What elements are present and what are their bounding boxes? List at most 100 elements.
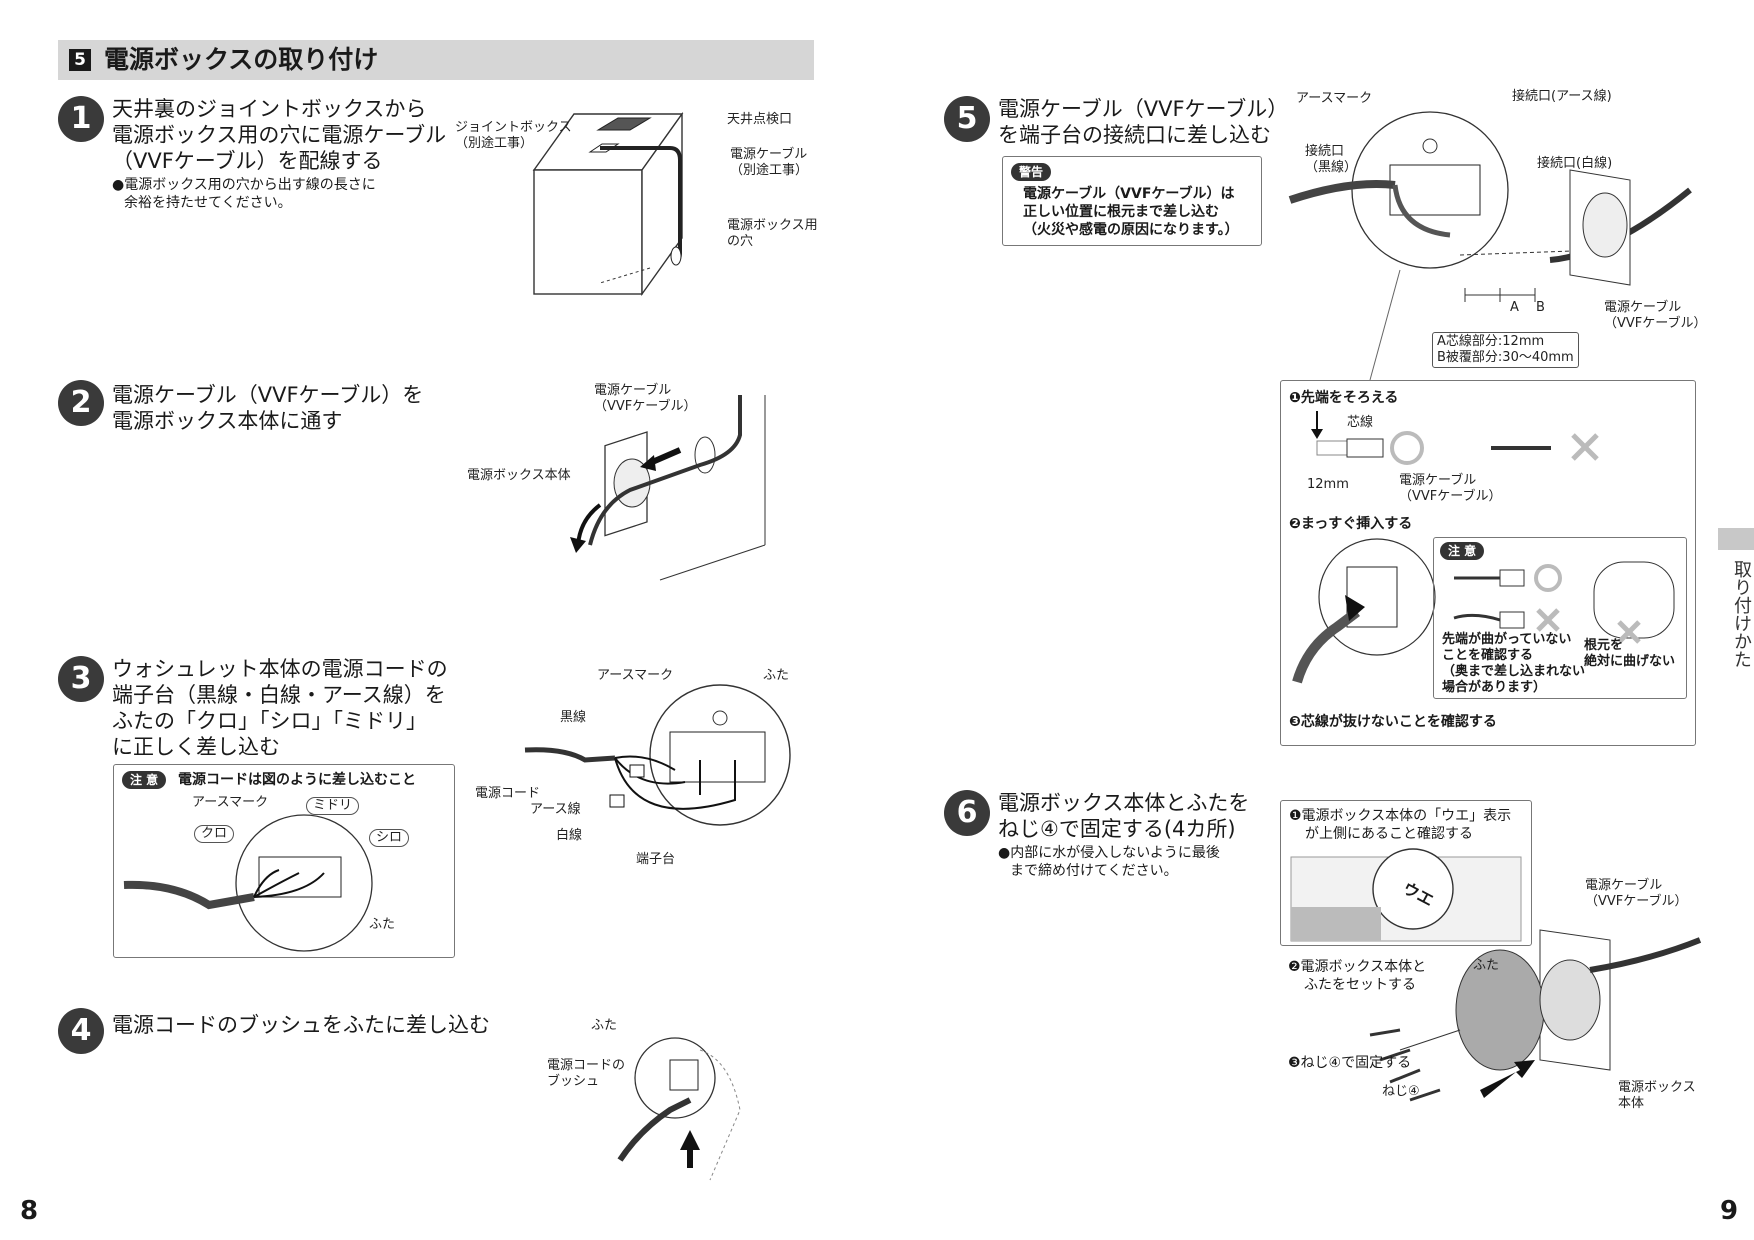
label-line: 電源ボックス <box>1618 1080 1696 1095</box>
caution-lid-label: ふた <box>369 917 396 932</box>
fig4-bush-label: 電源コードの ブッシュ <box>547 1058 625 1090</box>
caution-tag-2: 注 意 <box>1440 542 1485 560</box>
ue-mark-illustration <box>1290 848 1522 942</box>
step-1-line: 電源ボックス用の穴に電源ケーブル <box>112 123 447 147</box>
fig6-sub3: ❸ねじ④で固定する <box>1288 1055 1412 1071</box>
caution-box-step5: 注 意 先端が曲がっていない ことを確認する （奥まで差し込まれない 場合があり… <box>1433 537 1687 699</box>
warning-line: （火災や感電の原因になります。） <box>1023 222 1239 238</box>
step-6-number: 6 <box>944 790 990 836</box>
fig4-lid-label: ふた <box>591 1018 618 1033</box>
label-line: （別途工事） <box>730 163 809 178</box>
step-4-number: 4 <box>58 1008 104 1054</box>
caution-box-step3: 注 意 電源コードは図のように差し込むこと アースマーク ミドリ クロ シロ ふ… <box>113 764 455 958</box>
detail-sub2: ❷まっすぐ挿入する <box>1289 516 1413 532</box>
label-line: （奥まで差し込まれない <box>1442 664 1586 679</box>
box-cable-illustration <box>570 395 766 581</box>
step-5-number: 5 <box>944 96 990 142</box>
label-line: （VVFケーブル） <box>1604 316 1707 331</box>
warning-line: 正しい位置に根元まで差し込む <box>1023 204 1219 220</box>
wire-align-illustration <box>1311 411 1599 465</box>
step-6-line: 電源ボックス本体とふたを <box>998 791 1250 815</box>
step-2-line: 電源ケーブル（VVFケーブル）を <box>112 383 424 407</box>
fig3-terminal-label: 端子台 <box>636 852 676 867</box>
fig5-b-label: B <box>1536 300 1545 315</box>
step-3-line: に正しく差し込む <box>112 735 280 759</box>
label-line: ❷電源ボックス本体と <box>1288 959 1427 975</box>
step-6-note: ●内部に水が侵入しないように最後 まで締め付けてください。 <box>998 844 1220 880</box>
fig3-black-label: 黒線 <box>560 710 587 725</box>
fig6-screw-label: ねじ④ <box>1382 1084 1420 1099</box>
detail-cable-label: 電源ケーブル （VVFケーブル） <box>1399 473 1501 505</box>
fig6-box-body-label: 電源ボックス 本体 <box>1618 1080 1696 1112</box>
side-tab-text: 取り付けかた <box>1731 560 1752 668</box>
step-6-line: ねじ④で固定する(4カ所) <box>998 817 1236 841</box>
step-3-line: ふたの「クロ」「シロ」「ミドリ」 <box>112 709 427 733</box>
section-header: 5 電源ボックスの取り付け <box>58 40 814 80</box>
warning-text: 電源ケーブル（VVFケーブル）は 正しい位置に根元まで差し込む （火災や感電の原… <box>1023 185 1239 239</box>
terminal-insert-illustration <box>123 814 373 952</box>
label-line: 接続口 <box>1305 144 1345 159</box>
label-line: （VVFケーブル） <box>594 399 697 414</box>
label-line: B被覆部分:30～40mm <box>1437 350 1574 365</box>
caution-midori-label: ミドリ <box>306 797 360 815</box>
step-1-text: 天井裏のジョイントボックスから 電源ボックス用の穴に電源ケーブル （VVFケーブ… <box>112 96 446 174</box>
step-1-number: 1 <box>58 96 104 142</box>
label-line: 電源ボックス用 <box>727 218 818 233</box>
step-4-text: 電源コードのブッシュをふたに差し込む <box>112 1013 490 1037</box>
detail-sub3: ❸芯線が抜けないことを確認する <box>1289 714 1497 730</box>
fig5-port-black-label: 接続口 （黒線） <box>1305 144 1357 176</box>
wire-check-illustration <box>1453 561 1675 644</box>
label-line: 電源ケーブル <box>594 383 672 398</box>
step-2-number: 2 <box>58 380 104 426</box>
detail-core-label: 芯線 <box>1347 415 1374 430</box>
step-2-text: 電源ケーブル（VVFケーブル）を 電源ボックス本体に通す <box>112 382 423 434</box>
caution-shiro-label: シロ <box>369 829 410 847</box>
fig6-cable-label: 電源ケーブル （VVFケーブル） <box>1585 878 1687 910</box>
note-line: 余裕を持たせてください。 <box>124 195 292 211</box>
label-line: 電源ケーブル <box>1585 878 1663 893</box>
label-line: 電源コードの <box>547 1058 626 1073</box>
label-line: が上側にあること確認する <box>1305 826 1473 842</box>
step-5-line: 電源ケーブル（VVFケーブル） <box>998 97 1289 121</box>
fig5-dims-label: A芯線部分:12mm B被覆部分:30～40mm <box>1432 332 1579 368</box>
fig1-joint-box-label: ジョイントボックス （別途工事） <box>455 120 572 152</box>
caution-text: 電源コードは図のように差し込むこと <box>178 772 416 788</box>
fig3-earth-wire-label: アース線 <box>530 802 581 817</box>
detail-root-text: 根元を 絶対に曲げない <box>1584 638 1675 670</box>
label-line: （別途工事） <box>455 136 534 151</box>
step-5-text: 電源ケーブル（VVFケーブル） を端子台の接続口に差し込む <box>998 96 1288 148</box>
fig6-sub2: ❷電源ボックス本体と ふたをセットする <box>1288 958 1426 994</box>
warning-line: 電源ケーブル（VVFケーブル）は <box>1023 186 1235 202</box>
note-line: ●電源ボックス用の穴から出す線の長さに <box>112 177 376 193</box>
fig5-a-label: A <box>1510 300 1519 315</box>
fig5-port-white-label: 接続口(白線) <box>1537 156 1613 171</box>
step-2-line: 電源ボックス本体に通す <box>112 409 343 433</box>
label-line: ブッシュ <box>547 1074 600 1089</box>
label-line: 絶対に曲げない <box>1584 654 1676 669</box>
fig5-cable-label: 電源ケーブル （VVFケーブル） <box>1604 300 1706 332</box>
fig6-sub1: ❶電源ボックス本体の「ウエ」表示 が上側にあること確認する <box>1289 807 1511 843</box>
fig1-cable-label: 電源ケーブル （別途工事） <box>730 147 808 179</box>
label-line: 電源ケーブル <box>730 147 808 162</box>
step-6-text: 電源ボックス本体とふたを ねじ④で固定する(4カ所) <box>998 790 1249 842</box>
label-line: （VVFケーブル） <box>1399 489 1502 504</box>
step-1-line: 天井裏のジョイントボックスから <box>112 97 427 121</box>
fig2-cable-label: 電源ケーブル （VVFケーブル） <box>594 383 696 415</box>
step-5-line: を端子台の接続口に差し込む <box>998 123 1271 147</box>
terminal-lid-illustration <box>524 684 791 826</box>
fig6-lid-label: ふた <box>1473 958 1500 973</box>
straight-insert-illustration <box>1292 538 1436 684</box>
label-line: の穴 <box>727 234 754 249</box>
fig3-earth-mark-label: アースマーク <box>597 668 674 683</box>
caution-earth-mark-label: アースマーク <box>192 795 269 810</box>
label-line: 電源ケーブル <box>1399 473 1477 488</box>
step-3-line: ウォシュレット本体の電源コードの <box>112 657 448 681</box>
label-line: 場合があります） <box>1442 680 1547 695</box>
section-title: 電源ボックスの取り付け <box>104 45 379 74</box>
label-line: （VVFケーブル） <box>1585 894 1688 909</box>
warning-box-step5: 警告 電源ケーブル（VVFケーブル）は 正しい位置に根元まで差し込む （火災や感… <box>1002 156 1262 246</box>
label-line: 根元を <box>1584 638 1624 653</box>
section-number: 5 <box>69 49 91 71</box>
step-1-line: （VVFケーブル）を配線する <box>112 149 383 173</box>
warning-tag: 警告 <box>1011 163 1052 181</box>
